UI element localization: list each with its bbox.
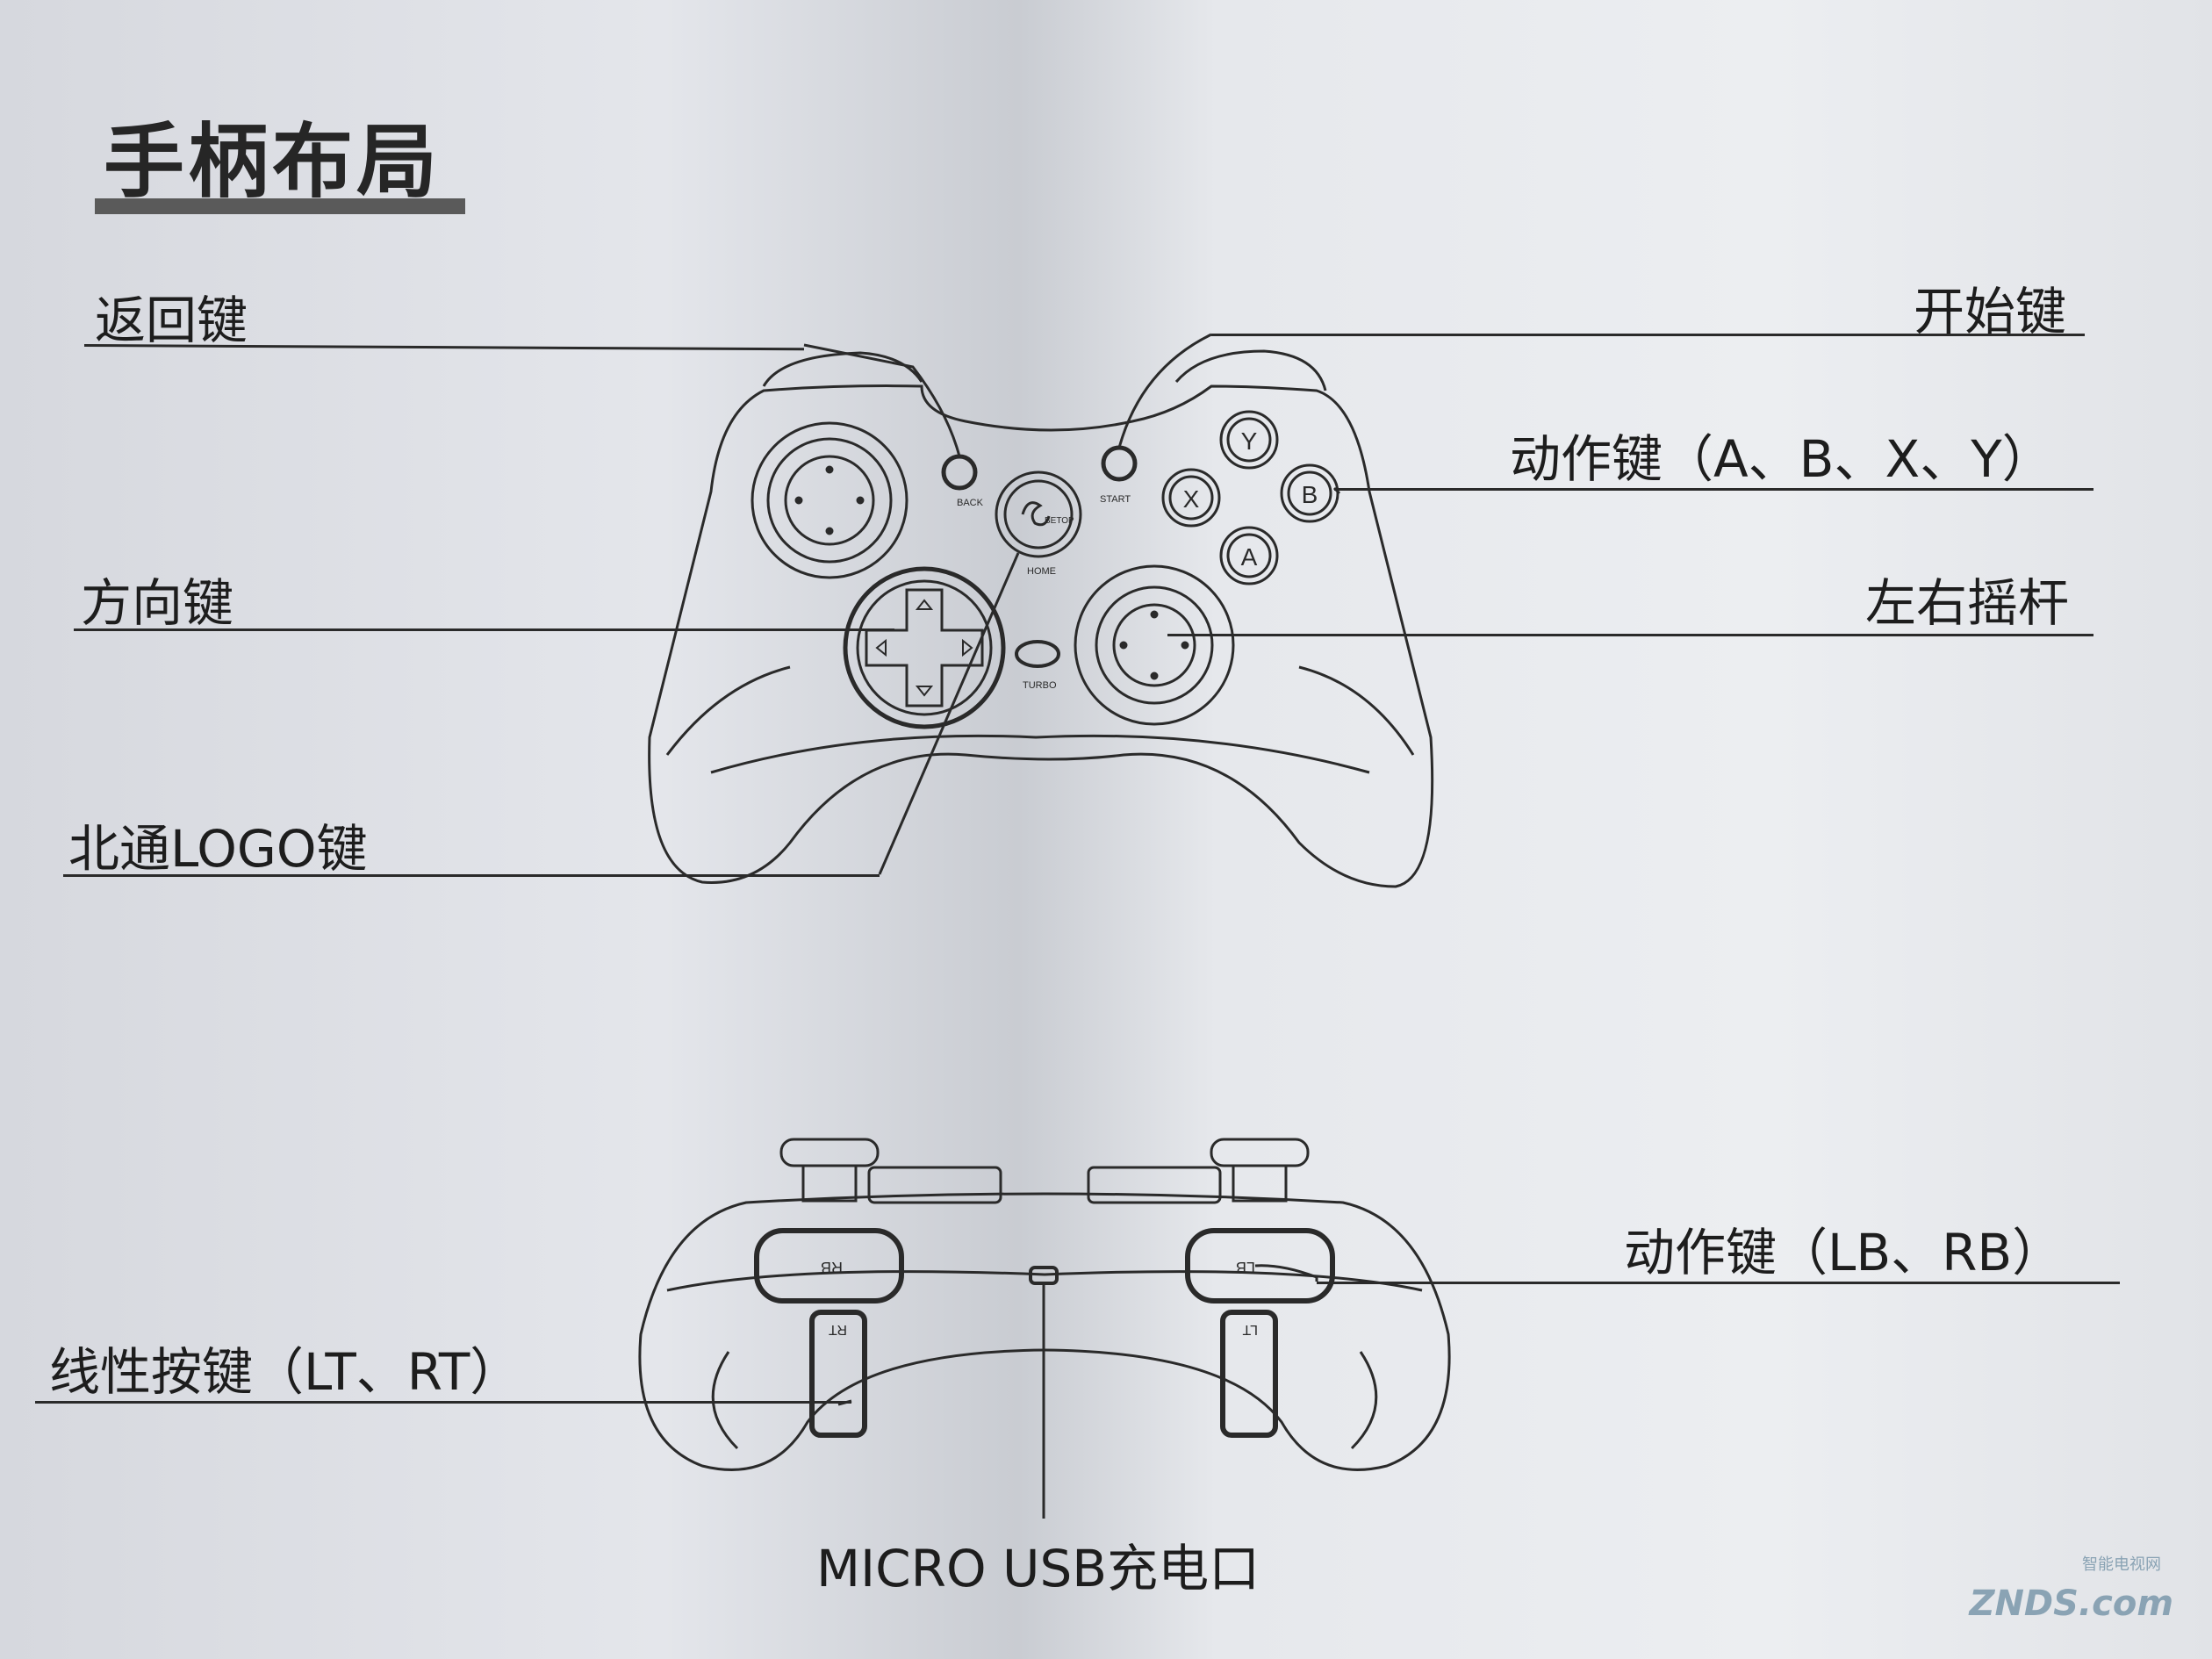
- rb-bumper: [754, 1228, 904, 1304]
- lb-small-text: LB: [1236, 1259, 1255, 1276]
- a-button-outer: [1219, 526, 1279, 585]
- title-underline: [95, 198, 465, 214]
- lb-bumper: [1185, 1228, 1335, 1304]
- turbo-small-text: TURBO: [1023, 680, 1057, 691]
- rt-small-text: RT: [829, 1322, 847, 1337]
- dpad-label: 方向键: [81, 573, 234, 633]
- x-button-outer: [1161, 468, 1221, 528]
- logo-key-label: 北通LOGO键: [68, 819, 368, 879]
- lt-trigger: [1220, 1310, 1278, 1438]
- right-shoulder-shape: [1174, 349, 1327, 391]
- home-logo-button-drawing: [995, 470, 1082, 558]
- turbo-button-drawing: [1015, 640, 1060, 668]
- trigger-label: 线性按键（LT、RT）: [49, 1342, 521, 1402]
- start-key-label: 开始键: [1914, 282, 2067, 341]
- left-stick-top: [779, 1138, 880, 1167]
- back-button-drawing: [941, 454, 978, 491]
- b-button-label: B: [1302, 481, 1318, 508]
- right-stick-top: [1210, 1138, 1310, 1167]
- top-body-outline: [638, 1192, 1451, 1471]
- rb-small-text: RB: [821, 1259, 843, 1276]
- logo-leader-line: [63, 874, 880, 877]
- back-small-text: BACK: [957, 498, 984, 508]
- left-stick-cap: [784, 455, 875, 546]
- rt-trigger: [809, 1310, 867, 1438]
- sticks-leader-line: [1167, 634, 2094, 636]
- dpad-cross: [865, 588, 984, 707]
- x-button-label: X: [1183, 485, 1200, 513]
- right-stick-outer: [1074, 564, 1235, 726]
- start-button-drawing: [1101, 445, 1138, 482]
- action-abxy-label: 动作键（A、B、X、Y）: [1510, 429, 2053, 489]
- dpad-outer-ring: [843, 566, 1006, 729]
- left-stick-outer: [750, 421, 908, 579]
- front-controller-drawing: BACK START BETOP HOME TURBO Y X B A: [648, 333, 1434, 888]
- action-abxy-leader-line: [1334, 488, 2094, 491]
- top-controller-drawing: RB LB RT LT: [638, 1138, 1451, 1519]
- sticks-label: 左右摇杆: [1865, 573, 2070, 633]
- dpad-leader-line: [74, 628, 894, 631]
- home-small-text: HOME: [1027, 566, 1056, 577]
- y-button-label: Y: [1241, 427, 1258, 455]
- start-leader-line: [1211, 334, 2085, 336]
- trigger-leader-line: [35, 1401, 851, 1404]
- watermark-subtext: 智能电视网: [2082, 1555, 2161, 1574]
- right-stick-cap: [1112, 603, 1196, 687]
- lt-small-text: LT: [1242, 1322, 1258, 1337]
- watermark-brand: ZNDS.com: [1969, 1584, 2173, 1624]
- controller-body-outline: [648, 384, 1434, 888]
- usb-port-label: MICRO USB充电口: [816, 1539, 1260, 1598]
- brand-small-text: BETOP: [1045, 516, 1074, 526]
- start-small-text: START: [1100, 494, 1131, 505]
- right-stick-ring: [1095, 585, 1214, 705]
- page-title: 手柄布局: [104, 115, 442, 209]
- back-key-label: 返回键: [95, 291, 248, 350]
- y-button-outer: [1219, 410, 1279, 470]
- action-lbrb-label: 动作键（LB、RB）: [1624, 1223, 2064, 1282]
- a-button-label: A: [1241, 543, 1258, 571]
- left-shoulder-shape: [762, 351, 923, 387]
- action-lbrb-leader-line: [1317, 1282, 2120, 1284]
- left-stick-ring: [766, 437, 893, 564]
